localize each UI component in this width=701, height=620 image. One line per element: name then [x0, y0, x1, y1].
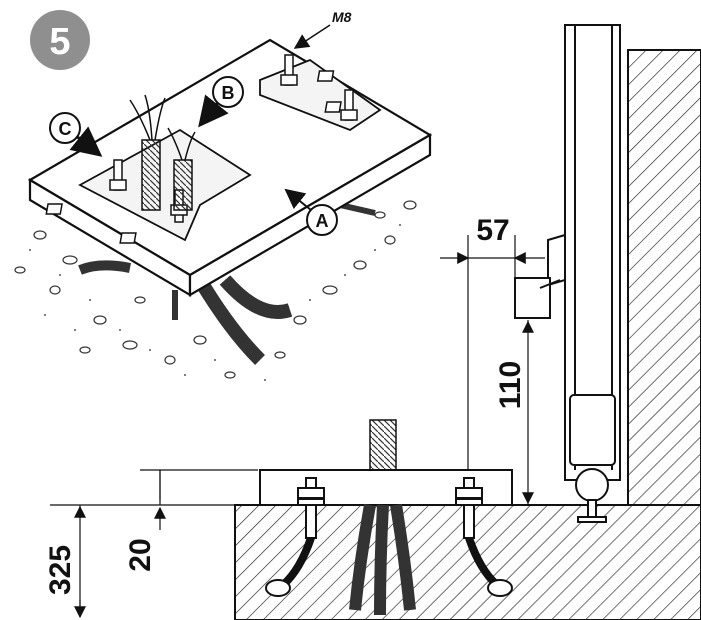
- dim-57: 57: [476, 214, 509, 247]
- callout-c-label: C: [59, 119, 72, 139]
- dim-20: 20: [124, 538, 157, 571]
- buried-conduits: [78, 202, 376, 365]
- callout-a: A: [284, 188, 338, 236]
- anchor-bolts-section: [265, 477, 513, 597]
- base-plate-iso: [27, 38, 433, 297]
- dimension-lines: [50, 235, 545, 619]
- thread-label-text: M8: [332, 9, 352, 25]
- conduits-section: [349, 419, 416, 616]
- dim-110: 110: [494, 361, 527, 409]
- step-number: 5: [49, 21, 70, 63]
- callout-b: B: [198, 76, 244, 128]
- thread-label: M8: [293, 9, 352, 49]
- wall-section: [627, 49, 701, 506]
- callout-b-label: B: [222, 83, 235, 103]
- dim-325: 325: [44, 545, 77, 595]
- step-badge: 5: [30, 10, 90, 70]
- cable-conduits-iso: [129, 94, 196, 211]
- limit-bracket: [514, 233, 566, 319]
- gate-frame: [564, 24, 621, 523]
- soil-gravel-area: [5, 180, 430, 395]
- callout-a-label: A: [316, 211, 329, 231]
- callout-c: C: [49, 112, 103, 157]
